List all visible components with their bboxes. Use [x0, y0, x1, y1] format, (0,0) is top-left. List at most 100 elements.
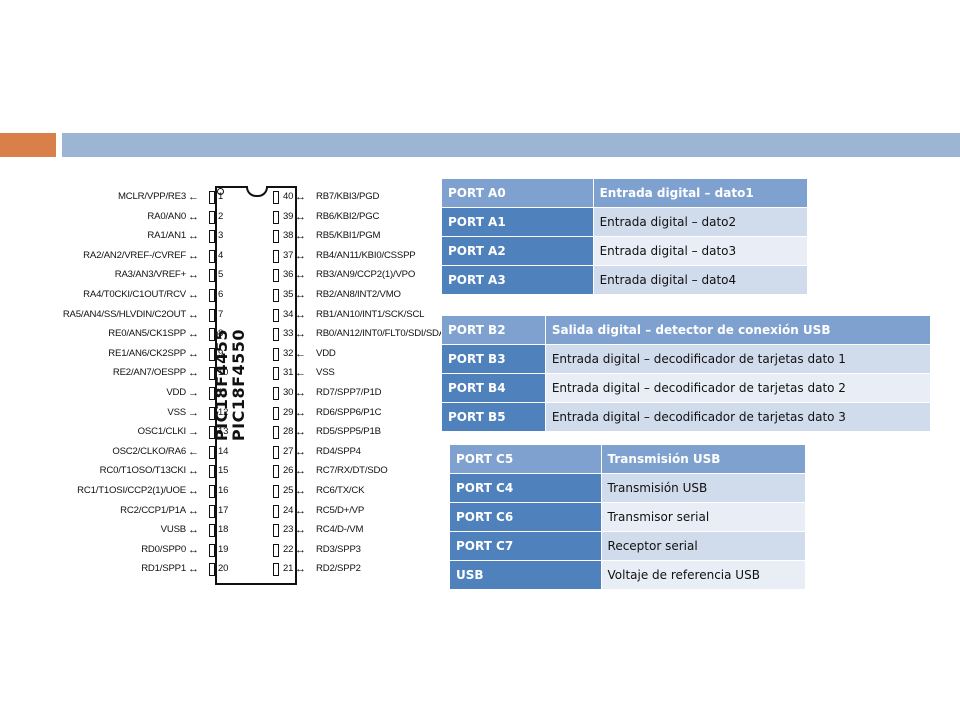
pin-18: VUSB↔18 — [86, 521, 228, 540]
pin-35: RB2/AN8/INT2/VMO ↔35 — [273, 286, 428, 305]
pin-lead — [209, 308, 215, 322]
pin-label: VSS — [167, 406, 186, 418]
pin-number: 7 — [218, 308, 224, 320]
pin-38: RB5/KBI1/PGM↔38 — [273, 227, 428, 246]
port-name-cell: PORT B4 — [441, 373, 546, 403]
pin-label: RD0/SPP0 — [141, 543, 186, 555]
port-description-cell: Entrada digital – dato3 — [592, 236, 809, 266]
pin-label: RA3/AN3/VREF+ — [114, 269, 186, 281]
pin1-marker — [217, 188, 224, 195]
pin-direction-arrow-icon: ↔ — [295, 289, 306, 301]
pin-5: RA3/AN3/VREF+↔5 — [86, 266, 224, 285]
pin-lead — [209, 504, 215, 518]
port-name-cell: PORT C7 — [449, 531, 602, 561]
pin-23: RC4/D-/VM↔23 — [273, 521, 428, 540]
pin-number: 16 — [218, 485, 229, 496]
port-name-cell: PORT B3 — [441, 344, 546, 374]
pin-direction-arrow-icon: ↔ — [188, 347, 199, 360]
pin-number: 32 — [283, 347, 294, 359]
pin-direction-arrow-icon: ← — [295, 367, 306, 380]
pin-40: RB7/KBI3/PGD↔40 — [273, 188, 428, 207]
pin-6: RA4/T0CKI/C1OUT/RCV↔6 — [83, 286, 224, 305]
pin-number: 34 — [283, 308, 294, 320]
pin-direction-arrow-icon: ↔ — [295, 191, 306, 203]
pin-direction-arrow-icon: ← — [188, 445, 199, 458]
pin-number: 22 — [283, 543, 294, 555]
pin-lead — [209, 249, 215, 263]
port-description-cell: Entrada digital – dato4 — [592, 265, 809, 295]
pin-lead — [209, 328, 215, 342]
chip-name-line2: PIC18F4550 — [229, 328, 248, 442]
pin-number: 36 — [283, 269, 294, 281]
pin-lead — [273, 406, 279, 420]
pin-31: VSS←31 — [273, 364, 428, 383]
port-description-cell: Transmisor serial — [600, 502, 807, 532]
pin-37: RB4/AN11/KBI0/CSSPP↔37 — [273, 247, 428, 266]
pin-lead — [273, 191, 279, 204]
pin-lead — [209, 426, 215, 440]
pin-15: RC0/T1OSO/T13CKI↔15 — [86, 462, 228, 481]
pin-lead — [209, 289, 215, 302]
pin-13: OSC1/CLKI→13 — [86, 423, 228, 442]
pin-number: 9 — [218, 347, 224, 359]
pin-1: MCLR/VPP/RE3←1 — [86, 188, 224, 207]
pin-lead — [273, 445, 279, 459]
port-description-cell: Entrada digital – dato1 — [592, 178, 809, 208]
pin-7: RA5/AN4/SS/HLVDIN/C2OUT↔7 — [63, 306, 224, 325]
pin-32: VDD←32 — [273, 345, 428, 364]
title-accent-bar — [0, 133, 56, 157]
pin-number: 23 — [283, 524, 294, 536]
port-name-cell: PORT A2 — [441, 236, 594, 266]
pin-label: RB2/AN8/INT2/VMO — [316, 289, 401, 300]
pin-number: 13 — [218, 426, 229, 438]
pin-direction-arrow-icon: ↔ — [295, 504, 306, 517]
pin-direction-arrow-icon: ↔ — [295, 465, 306, 478]
pin-number: 27 — [283, 445, 294, 457]
pin-label: VUSB — [160, 524, 187, 536]
pin-label: RD1/SPP1 — [141, 563, 186, 575]
pin-direction-arrow-icon: ↔ — [188, 289, 199, 301]
port-name-cell: PORT A1 — [441, 207, 594, 237]
pin-direction-arrow-icon: ↔ — [188, 210, 199, 223]
pin-label: RB3/AN9/CCP2(1)/VPO — [316, 269, 416, 281]
pin-number: 19 — [218, 543, 229, 555]
pin-label: RB5/KBI1/PGM — [316, 230, 381, 242]
pin-label: RC7/RX/DT/SDO — [316, 465, 388, 477]
pin-36: RB3/AN9/CCP2(1)/VPO↔36 — [273, 266, 428, 285]
pin-direction-arrow-icon: ↔ — [188, 465, 199, 478]
pin-lead — [273, 308, 279, 322]
pin-8: RE0/AN5/CK1SPP↔8 — [86, 325, 224, 344]
pin-direction-arrow-icon: ↔ — [188, 504, 199, 517]
pin-label: RC2/CCP1/P1A — [120, 504, 186, 516]
pin-26: RC7/RX/DT/SDO ↔26 — [273, 462, 428, 481]
pin-label: RE0/AN5/CK1SPP — [108, 328, 186, 340]
pin-lead — [273, 210, 279, 224]
pin-number: 20 — [218, 563, 229, 575]
pin-direction-arrow-icon: → — [188, 426, 199, 439]
pin-direction-arrow-icon: ↔ — [295, 328, 306, 341]
pin-20: RD1/SPP1↔20 — [86, 560, 228, 579]
pin-direction-arrow-icon: ↔ — [188, 485, 199, 497]
pin-number: 35 — [283, 289, 294, 300]
pin-direction-arrow-icon: ↔ — [188, 269, 199, 282]
pin-number: 10 — [218, 367, 229, 379]
pin-label: RB0/AN12/INT0/FLT0/SDI/SDA — [316, 328, 445, 340]
pin-direction-arrow-icon: ↔ — [188, 524, 199, 537]
pin-17: RC2/CCP1/P1A↔17 — [86, 502, 228, 521]
pin-lead — [273, 387, 279, 400]
pin-label: RC1/T1OSI/CCP2(1)/UOE — [77, 485, 186, 496]
pin-direction-arrow-icon: ↔ — [295, 485, 306, 497]
pin-number: 26 — [283, 465, 294, 477]
pin-label: RA2/AN2/VREF-/CVREF — [83, 249, 186, 261]
pin-number: 4 — [218, 249, 224, 261]
pin-lead — [209, 347, 215, 361]
pin-33: RB0/AN12/INT0/FLT0/SDI/SDA↔33 — [273, 325, 445, 344]
pin-direction-arrow-icon: ↔ — [188, 328, 199, 341]
pin-lead — [209, 387, 215, 400]
pin-direction-arrow-icon: ↔ — [188, 308, 199, 321]
port-description-cell: Entrada digital – dato2 — [592, 207, 809, 237]
